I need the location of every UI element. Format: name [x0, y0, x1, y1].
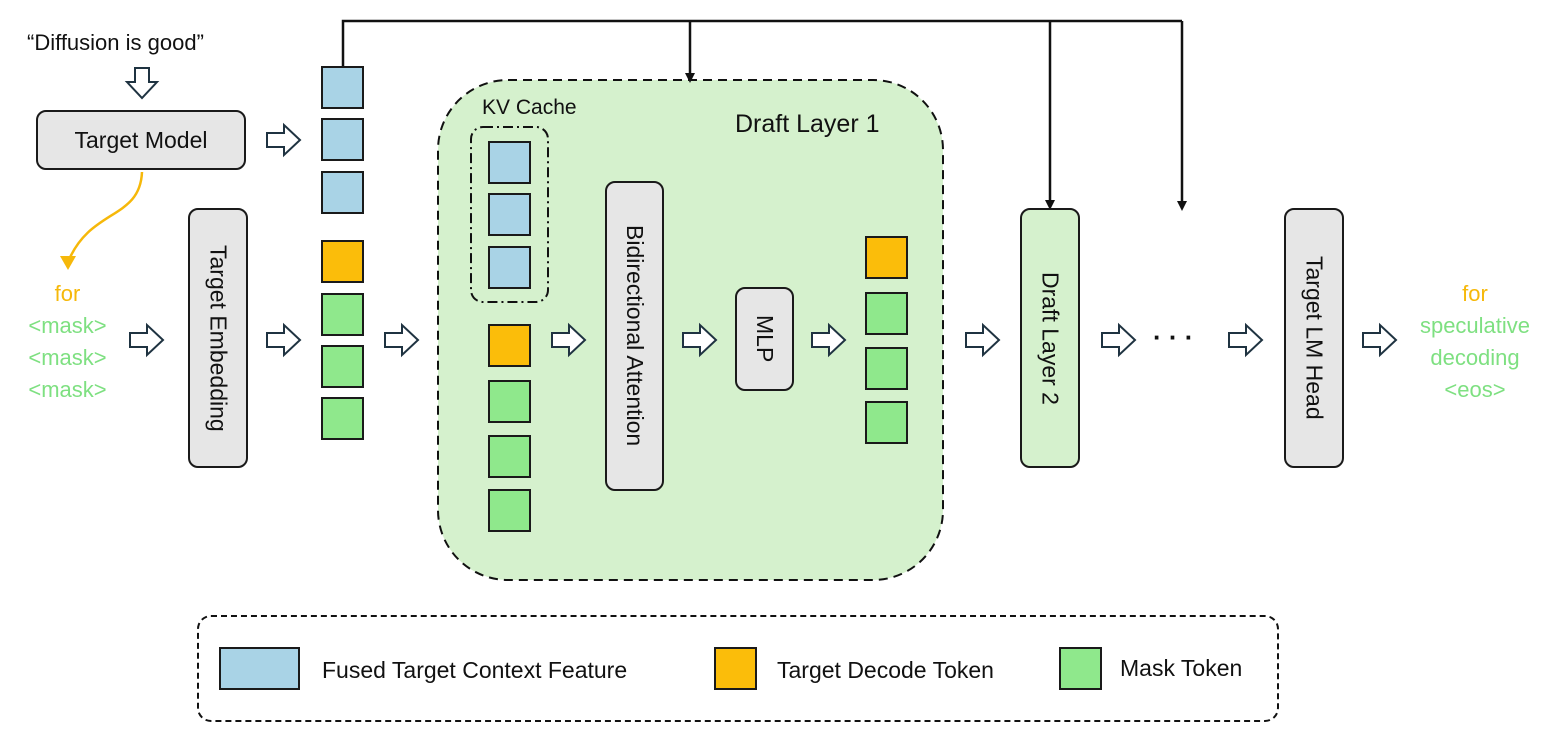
decode-token — [488, 324, 531, 367]
target-lm-head-label: Target LM Head — [1301, 256, 1328, 420]
kv-cache-token — [488, 141, 531, 184]
mask-token — [321, 293, 364, 336]
fused-feature-broadcast-lines — [341, 19, 1187, 211]
flow-arrow — [551, 322, 587, 358]
draft-layer-1-label: Draft Layer 1 — [735, 110, 880, 138]
legend-label-decode: Target Decode Token — [777, 657, 994, 683]
flow-arrow — [129, 322, 165, 358]
kv-cache-token — [488, 193, 531, 236]
ellipsis: · · · — [1153, 322, 1194, 352]
decode-curve-arrow — [66, 171, 144, 263]
flow-arrow — [1362, 322, 1398, 358]
decode-curve-arrowhead — [60, 256, 76, 270]
legend-label-fused: Fused Target Context Feature — [322, 657, 628, 683]
kv-cache-label: KV Cache — [482, 96, 577, 119]
flow-arrow — [811, 322, 847, 358]
bidirectional-attention-label: Bidirectional Attention — [622, 225, 648, 447]
mask-token — [865, 347, 908, 390]
decode-token — [321, 240, 364, 283]
mask-token — [865, 292, 908, 335]
kv-cache-token — [488, 246, 531, 289]
draft-layer-2-label: Draft Layer 2 — [1037, 271, 1064, 405]
fused-feature-token — [321, 66, 364, 109]
input-prompt: “Diffusion is good” — [27, 30, 204, 55]
input-token: for — [54, 281, 81, 306]
bidirectional-attention-box: Bidirectional Attention — [605, 181, 664, 491]
legend-swatch-fused — [219, 647, 300, 690]
draft-layer-2-box: Draft Layer 2 — [1020, 208, 1080, 468]
flow-arrow — [266, 322, 302, 358]
flow-arrow — [965, 322, 1001, 358]
target-model-label: Target Model — [74, 126, 208, 153]
output-token: <eos> — [1444, 377, 1506, 402]
legend: Fused Target Context Feature Target Deco… — [197, 615, 1279, 722]
target-embedding-box: Target Embedding — [188, 208, 248, 468]
output-token: for — [1462, 281, 1488, 306]
kv-cache-region — [470, 126, 549, 303]
output-token: decoding — [1430, 345, 1520, 370]
mlp-box: MLP — [735, 287, 794, 391]
flow-arrow — [1101, 322, 1137, 358]
flow-arrow — [1228, 322, 1264, 358]
legend-swatch-decode — [714, 647, 757, 690]
flow-arrow — [682, 322, 718, 358]
input-token: <mask> — [28, 345, 107, 370]
mask-token — [321, 345, 364, 388]
mask-token — [488, 380, 531, 423]
flow-arrow — [266, 122, 302, 158]
target-embedding-label: Target Embedding — [205, 244, 232, 432]
mask-token — [321, 397, 364, 440]
mask-token — [865, 401, 908, 444]
input-token: <mask> — [28, 377, 107, 402]
mlp-label: MLP — [752, 315, 778, 363]
output-token: speculative — [1419, 313, 1531, 338]
flow-arrow-down — [124, 67, 160, 100]
decode-token — [865, 236, 908, 279]
legend-swatch-mask — [1059, 647, 1102, 690]
legend-label-mask: Mask Token — [1120, 655, 1243, 681]
fused-feature-token — [321, 118, 364, 161]
fused-feature-token — [321, 171, 364, 214]
mask-token — [488, 489, 531, 532]
input-token: <mask> — [28, 313, 107, 338]
output-token-list: for speculative decoding <eos> — [1405, 278, 1545, 406]
input-token-list: for <mask> <mask> <mask> — [10, 278, 125, 406]
target-model-box: Target Model — [36, 110, 246, 170]
flow-arrow — [384, 322, 420, 358]
mask-token — [488, 435, 531, 478]
target-lm-head-box: Target LM Head — [1284, 208, 1344, 468]
